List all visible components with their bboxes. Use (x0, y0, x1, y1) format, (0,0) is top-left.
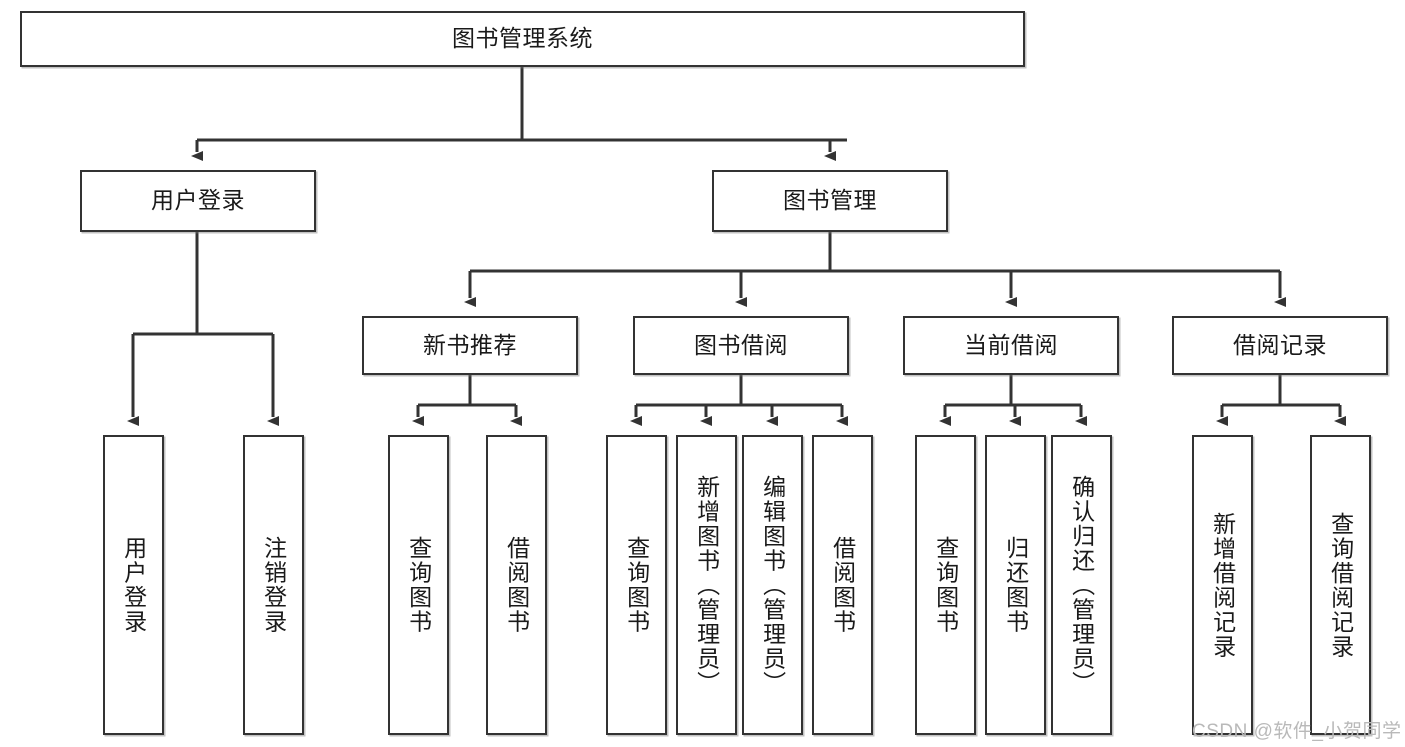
node-leaf-borrow-books-new[interactable]: 借阅图书 (486, 435, 547, 735)
node-leaf-user-login[interactable]: 用户登录 (103, 435, 164, 735)
node-leaf-add-borrow-record[interactable]: 新增借阅记录 (1192, 435, 1253, 735)
node-leaf-user-login-label: 用户登录 (120, 536, 147, 634)
watermark: CSDN @软件_小贺同学 (1192, 721, 1402, 742)
node-current-borrow-label: 当前借阅 (964, 331, 1058, 358)
node-new-book-recommend-label: 新书推荐 (423, 331, 517, 358)
node-leaf-query-books-borrow[interactable]: 查询图书 (606, 435, 667, 735)
node-borrow-record[interactable]: 借阅记录 (1172, 316, 1388, 375)
node-leaf-return-book-label: 归还图书 (1002, 536, 1029, 634)
node-leaf-query-borrow-record[interactable]: 查询借阅记录 (1310, 435, 1371, 735)
node-leaf-query-borrow-record-label: 查询借阅记录 (1327, 511, 1354, 659)
node-leaf-borrow-book[interactable]: 借阅图书 (812, 435, 873, 735)
node-leaf-user-logout-label: 注销登录 (260, 536, 287, 634)
node-leaf-add-book-label: 新增图书（管理员） (693, 474, 720, 696)
node-leaf-return-book[interactable]: 归还图书 (985, 435, 1046, 735)
node-leaf-borrow-book-label: 借阅图书 (829, 536, 856, 634)
node-user-login[interactable]: 用户登录 (80, 170, 316, 232)
node-leaf-confirm-return-label: 确认归还（管理员） (1068, 474, 1095, 696)
node-leaf-query-books-current-label: 查询图书 (932, 536, 959, 634)
node-book-borrow-label: 图书借阅 (694, 331, 788, 358)
node-root[interactable]: 图书管理系统 (20, 11, 1025, 67)
node-user-login-label: 用户登录 (151, 187, 245, 214)
node-leaf-query-books-current[interactable]: 查询图书 (915, 435, 976, 735)
node-leaf-query-books-borrow-label: 查询图书 (623, 536, 650, 634)
node-leaf-add-borrow-record-label: 新增借阅记录 (1209, 511, 1236, 659)
node-new-book-recommend[interactable]: 新书推荐 (362, 316, 578, 375)
node-book-borrow[interactable]: 图书借阅 (633, 316, 849, 375)
node-leaf-query-books-new[interactable]: 查询图书 (388, 435, 449, 735)
node-root-label: 图书管理系统 (452, 25, 593, 52)
node-book-management[interactable]: 图书管理 (712, 170, 948, 232)
node-leaf-user-logout[interactable]: 注销登录 (243, 435, 304, 735)
node-leaf-edit-book-label: 编辑图书（管理员） (759, 474, 786, 696)
node-borrow-record-label: 借阅记录 (1233, 331, 1327, 358)
node-leaf-confirm-return[interactable]: 确认归还（管理员） (1051, 435, 1112, 735)
node-book-management-label: 图书管理 (783, 187, 877, 214)
node-leaf-edit-book[interactable]: 编辑图书（管理员） (742, 435, 803, 735)
node-current-borrow[interactable]: 当前借阅 (903, 316, 1119, 375)
node-leaf-add-book[interactable]: 新增图书（管理员） (676, 435, 737, 735)
node-leaf-query-books-new-label: 查询图书 (405, 536, 432, 634)
node-leaf-borrow-books-new-label: 借阅图书 (503, 536, 530, 634)
